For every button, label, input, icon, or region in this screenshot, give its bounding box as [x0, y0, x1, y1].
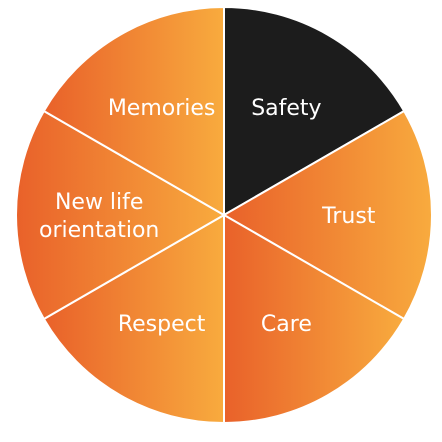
segment-trust — [222, 109, 433, 321]
segment-label-trust: Trust — [321, 204, 376, 229]
segment-label-line: Respect — [118, 312, 206, 337]
segment-new-life-orientation — [15, 109, 226, 321]
segment-label-line: orientation — [39, 218, 159, 243]
segment-label-line: New life — [55, 190, 143, 215]
segment-label-line: Care — [261, 312, 312, 337]
segment-care — [223, 213, 406, 425]
segment-label-line: Trust — [321, 204, 376, 229]
segment-label-line: Memories — [108, 96, 216, 121]
segment-label-safety: Safety — [251, 96, 321, 121]
segment-label-memories: Memories — [108, 96, 216, 121]
segment-safety — [223, 5, 406, 217]
segment-respect — [42, 213, 225, 425]
segment-label-line: Safety — [251, 96, 321, 121]
segment-label-care: Care — [261, 312, 312, 337]
segment-label-new-life-orientation: New life orientation — [39, 190, 159, 243]
segment-memories — [42, 5, 225, 217]
segment-label-respect: Respect — [118, 312, 206, 337]
